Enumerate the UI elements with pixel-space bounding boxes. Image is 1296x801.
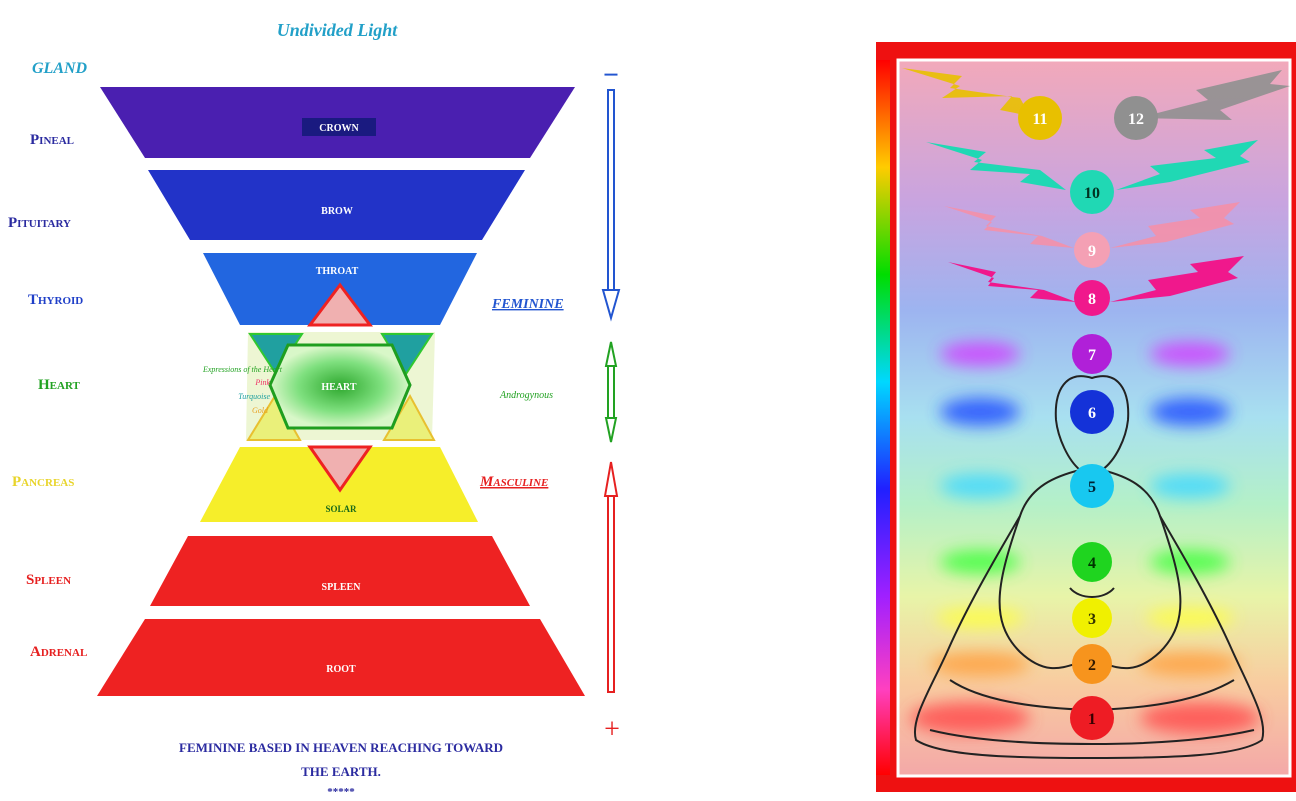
chakra-9: 9 xyxy=(1074,232,1110,268)
gland-pituitary: Pituitary xyxy=(8,215,71,231)
heart-note-gold: Gold xyxy=(252,406,269,415)
chakra-5: 5 xyxy=(1070,464,1114,508)
svg-text:12: 12 xyxy=(1128,111,1144,128)
chakra-12: 12 xyxy=(1114,96,1158,140)
svg-text:3: 3 xyxy=(1088,611,1096,628)
svg-text:10: 10 xyxy=(1084,185,1100,202)
masculine-arrow xyxy=(605,462,617,692)
heart-note-expressions: Expressions of the Heart xyxy=(202,365,283,374)
footer-line1: FEMININE BASED IN HEAVEN REACHING TOWARD xyxy=(179,740,503,755)
svg-text:4: 4 xyxy=(1088,555,1096,572)
androgynous-label: Androgynous xyxy=(499,390,553,401)
gland-thyroid: Thyroid xyxy=(28,292,83,308)
chakra-10: 10 xyxy=(1070,170,1114,214)
chakra-3: 3 xyxy=(1072,598,1112,638)
crown-label: CROWN xyxy=(319,123,359,134)
svg-text:1: 1 xyxy=(1088,711,1096,728)
minus-sign: − xyxy=(603,60,619,91)
plus-sign: + xyxy=(604,714,620,745)
svg-text:7: 7 xyxy=(1088,347,1096,364)
footer-line2: THE EARTH. xyxy=(301,764,381,779)
throat-label: THROAT xyxy=(316,266,359,277)
svg-text:6: 6 xyxy=(1088,405,1096,422)
gland-spleen: Spleen xyxy=(26,572,71,588)
svg-text:2: 2 xyxy=(1088,657,1096,674)
footer-line3: ***** xyxy=(327,786,355,796)
top-title: Undivided Light xyxy=(277,20,398,40)
chakra-6: 6 xyxy=(1070,390,1114,434)
masculine-label: Masculine xyxy=(479,474,548,490)
gland-labels: Pineal Pituitary Thyroid Heart Pancreas … xyxy=(8,132,87,660)
heart-label: HEART xyxy=(321,382,357,393)
gland-pineal: Pineal xyxy=(30,132,74,148)
gland-adrenal: Adrenal xyxy=(30,644,87,660)
solar-label: SOLAR xyxy=(325,504,357,514)
chakra-1: 1 xyxy=(1070,696,1114,740)
gland-heart: Heart xyxy=(38,377,81,393)
chakra-4: 4 xyxy=(1072,542,1112,582)
heart-note-turquoise: Turquoise xyxy=(238,392,270,401)
chakra-body-picture: 1 2 3 4 5 6 7 8 9 10 11 12 xyxy=(870,40,1296,795)
gland-pancreas: Pancreas xyxy=(12,474,74,490)
heart-note-pink: Pink xyxy=(254,378,270,387)
brow-band xyxy=(148,170,525,240)
svg-text:5: 5 xyxy=(1088,479,1096,496)
svg-text:9: 9 xyxy=(1088,243,1096,260)
root-label: ROOT xyxy=(326,664,356,675)
spleen-label: SPLEEN xyxy=(322,582,362,593)
rainbow-left-strip xyxy=(876,60,890,775)
feminine-arrow xyxy=(603,90,619,318)
spleen-band xyxy=(150,536,530,606)
chakra-11: 11 xyxy=(1018,96,1062,140)
gland-column-header: GLAND xyxy=(32,60,88,77)
feminine-label: FEMININE xyxy=(491,297,564,312)
chakra-2: 2 xyxy=(1072,644,1112,684)
androgynous-arrow xyxy=(606,342,616,442)
chakra-7: 7 xyxy=(1072,334,1112,374)
svg-text:8: 8 xyxy=(1088,291,1096,308)
chakra-canvas: 1 2 3 4 5 6 7 8 9 10 11 12 xyxy=(870,40,1296,795)
diagram-canvas: Undivided Light GLAND CROWN BROW THROAT … xyxy=(0,0,640,796)
root-band xyxy=(97,619,585,696)
chakra-gland-diagram: Undivided Light GLAND CROWN BROW THROAT … xyxy=(0,0,640,796)
brow-label: BROW xyxy=(321,206,353,217)
chakra-8: 8 xyxy=(1074,280,1110,316)
svg-text:11: 11 xyxy=(1032,111,1047,128)
footer-text: FEMININE BASED IN HEAVEN REACHING TOWARD… xyxy=(179,740,503,796)
